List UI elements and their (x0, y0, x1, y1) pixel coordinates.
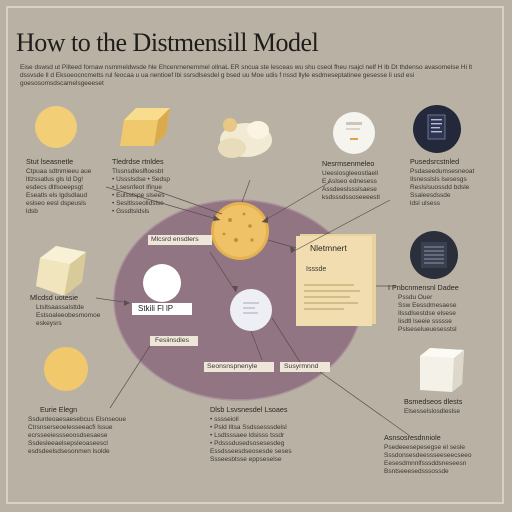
bottom-right-box (280, 362, 330, 372)
left-label-1: Stut lseasnetle (26, 157, 74, 166)
inner-top-label: Mlcsrd ensdlers (151, 236, 199, 243)
data-sheet-icon (413, 105, 461, 153)
white-circle-label: Stkili Fl lP (138, 304, 174, 313)
butter-circle-icon (35, 106, 77, 148)
right-label-2: Pusedsrcstnled (410, 157, 460, 166)
inner-bottom-box (150, 336, 198, 346)
left-label-2: Mlcdsd uotesie (30, 293, 78, 302)
sponge-ball-icon (211, 202, 269, 260)
right-label-4: Bsmedseos dlests (404, 397, 463, 406)
right-label-3: I Pnbcnmensnl Dadee (388, 283, 459, 292)
white-circle-label-box (132, 303, 192, 315)
left-label-3: Eurie Elegn (40, 405, 78, 414)
cheese-block-icon (120, 108, 170, 146)
page-title: How to the Distmensill Model (16, 28, 319, 57)
note-card (296, 234, 376, 326)
top-box-body: Tlssnsdleslfloesbt• Ussslsdse • Sedsp• L… (112, 168, 171, 215)
bottom-center-body: • sssseioll• Psld Iltsa Ssdssesssdelsl• … (210, 416, 292, 463)
bottom-left-box (204, 362, 274, 372)
right-body-4: Elsesselslosdleslse (404, 408, 460, 415)
note-card-subtitle: Isssde (306, 266, 327, 273)
server-circle-icon (410, 231, 458, 279)
white-circle-node (143, 264, 181, 302)
bottom-right-label: Susyrmnnd (284, 363, 319, 370)
butter-block-icon (36, 246, 86, 296)
right-label-1: Nesrmsenmeleo (322, 159, 375, 168)
top-box-label: Tledrdse rtnldes (112, 157, 164, 166)
cheese-roll-icon (218, 118, 272, 158)
bottom-left-label: Seonsnspnenyle (207, 363, 258, 370)
intro-paragraph: Eise dswsd ut Pilteed fornaw nsmmeldwsde… (20, 64, 473, 88)
right-label-5: Asnsosresdnniole (384, 433, 441, 442)
document-node-icon (230, 289, 272, 331)
inner-top-box (148, 235, 212, 245)
note-card-title: Nletmnert (310, 243, 347, 253)
document-circle-icon (333, 112, 375, 154)
white-cube-icon (420, 348, 464, 392)
inner-bottom-label: Fesiinsdles (155, 337, 189, 344)
arrow-heads (124, 215, 296, 306)
cheese-disc-icon (44, 347, 88, 391)
page-frame (6, 6, 504, 504)
bottom-center-label: Dlsb Lsvsnesdel Lsoaes (210, 405, 288, 414)
